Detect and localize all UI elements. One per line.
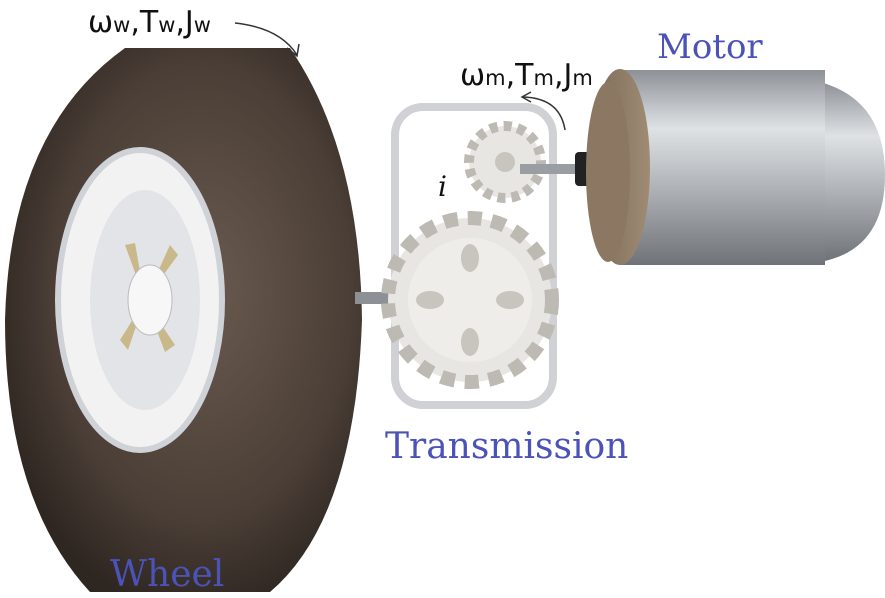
transmission-label: Transmission [385,426,628,467]
motor-arrowhead-icon [520,91,532,103]
motor-shaft [520,164,585,174]
wheel [5,48,362,592]
wheel-variables-label: ωw,Tw,Jw [88,5,211,40]
wheel-arrowhead-icon [286,43,300,58]
small-gear-center [495,152,515,172]
motor-dome [820,82,885,262]
gear-ratio-label: i [438,170,447,203]
transmission: i [381,103,559,409]
motor [586,69,885,265]
wheel-label: Wheel [110,554,224,595]
motor-body [620,70,825,265]
motor-label: Motor [657,27,763,67]
motor-face [586,82,630,262]
large-gear-holes [416,244,524,356]
motor-variables-label: ωm,Tm,Jm [460,58,593,93]
hub-cap [127,264,173,336]
large-gear-body [408,238,532,362]
wheel-rotation-arrow-icon [234,22,298,56]
motor-rotation-arrow-icon [522,96,566,131]
